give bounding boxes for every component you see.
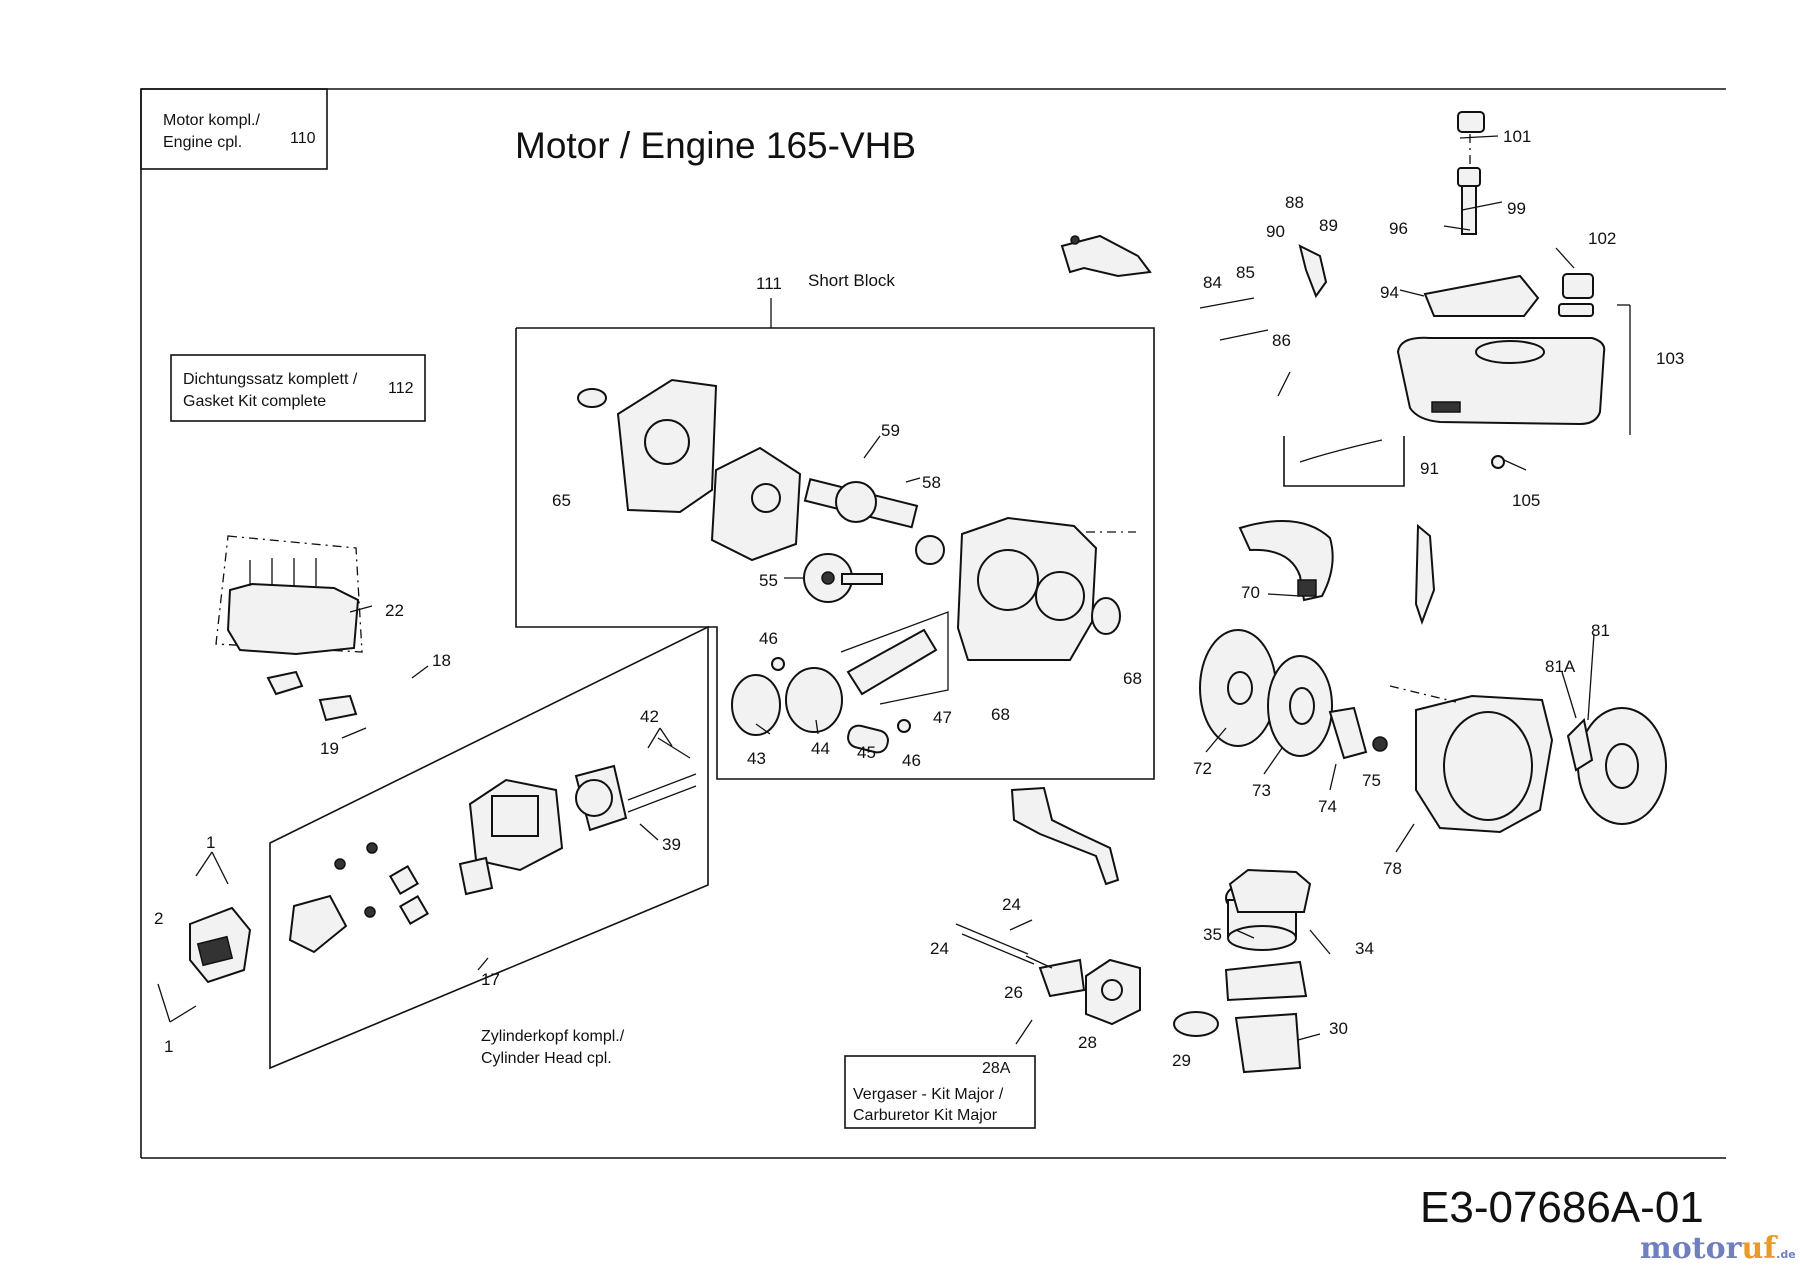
callout-42[interactable]: 42 <box>640 707 659 726</box>
callout-88[interactable]: 88 <box>1285 193 1304 212</box>
callout-81[interactable]: 81 <box>1591 621 1610 640</box>
callout-78[interactable]: 78 <box>1383 859 1402 878</box>
callout-89[interactable]: 89 <box>1319 216 1338 235</box>
callout-46-lower[interactable]: 46 <box>902 751 921 770</box>
carburetor-part[interactable] <box>955 923 1219 1037</box>
valve-cover-part[interactable] <box>189 906 252 984</box>
callout-105[interactable]: 105 <box>1512 491 1540 510</box>
callout-74[interactable]: 74 <box>1318 797 1337 816</box>
fuel-tank-part[interactable] <box>1396 111 1631 435</box>
gasket-kit-number: 112 <box>388 380 414 397</box>
throttle-bracket-part[interactable] <box>1060 234 1328 341</box>
cylinder-head-part[interactable] <box>288 737 697 954</box>
callout-90[interactable]: 90 <box>1266 222 1285 241</box>
engine-complete-box[interactable]: Motor kompl./ Engine cpl. 110 <box>140 88 328 170</box>
gasket-kit-line2: Gasket Kit complete <box>183 393 326 410</box>
callout-103[interactable]: 103 <box>1656 349 1684 368</box>
callout-2[interactable]: 2 <box>154 909 163 928</box>
callout-102[interactable]: 102 <box>1588 229 1616 248</box>
blower-housing-part[interactable] <box>1389 523 1667 834</box>
cylinder-head-group[interactable]: 17 Zylinderkopf kompl./ Cylinder Head cp… <box>269 625 709 1070</box>
callout-numbers: 101 99 96 102 94 103 88 89 90 84 85 86 9… <box>154 127 1684 1070</box>
short-block-number: 111 <box>756 274 782 293</box>
gasket-kit-box[interactable]: Dichtungssatz komplett / Gasket Kit comp… <box>170 354 426 422</box>
callout-24-upper[interactable]: 24 <box>1002 895 1021 914</box>
engine-complete-line2: Engine cpl. <box>163 134 242 151</box>
control-bracket-part[interactable] <box>1010 786 1120 886</box>
callout-19[interactable]: 19 <box>320 739 339 758</box>
callout-34[interactable]: 34 <box>1355 939 1374 958</box>
callout-22[interactable]: 22 <box>385 601 404 620</box>
fuel-line-part[interactable] <box>1283 436 1505 487</box>
carburetor-kit-line1: Vergaser - Kit Major / <box>853 1086 1004 1103</box>
engine-complete-number: 110 <box>290 130 316 147</box>
callout-73[interactable]: 73 <box>1252 781 1271 800</box>
carburetor-kit-line2: Carburetor Kit Major <box>853 1107 998 1124</box>
cylinder-head-line1: Zylinderkopf kompl./ <box>481 1028 625 1045</box>
callout-99[interactable]: 99 <box>1507 199 1526 218</box>
callout-84[interactable]: 84 <box>1203 273 1222 292</box>
callout-91[interactable]: 91 <box>1420 459 1439 478</box>
piston-rod-part[interactable] <box>731 611 949 755</box>
callout-68-right[interactable]: 68 <box>1123 669 1142 688</box>
callout-45[interactable]: 45 <box>857 743 876 762</box>
callout-72[interactable]: 72 <box>1193 759 1212 778</box>
callout-96[interactable]: 96 <box>1389 219 1408 238</box>
carburetor-kit-number: 28A <box>982 1060 1011 1077</box>
callout-30[interactable]: 30 <box>1329 1019 1348 1038</box>
diagram-title: Motor / Engine 165-VHB <box>515 125 916 166</box>
engine-block-part[interactable] <box>956 516 1136 661</box>
crankshaft-part[interactable] <box>803 478 945 565</box>
carburetor-kit-box[interactable]: 28A Vergaser - Kit Major / Carburetor Ki… <box>844 1055 1036 1129</box>
callout-28[interactable]: 28 <box>1078 1033 1097 1052</box>
flywheel-part[interactable] <box>1199 629 1388 760</box>
callout-29[interactable]: 29 <box>1172 1051 1191 1070</box>
callout-59[interactable]: 59 <box>881 421 900 440</box>
drawing-frame <box>140 88 1726 1159</box>
callout-43[interactable]: 43 <box>747 749 766 768</box>
callout-55[interactable]: 55 <box>759 571 778 590</box>
gasket-kit-line1: Dichtungssatz komplett / <box>183 371 358 388</box>
callout-39[interactable]: 39 <box>662 835 681 854</box>
callout-75[interactable]: 75 <box>1362 771 1381 790</box>
callout-70[interactable]: 70 <box>1241 583 1260 602</box>
callout-26[interactable]: 26 <box>1004 983 1023 1002</box>
camshaft-part[interactable] <box>803 553 883 603</box>
cylinder-head-line2: Cylinder Head cpl. <box>481 1050 612 1067</box>
callout-47[interactable]: 47 <box>933 708 952 727</box>
callout-65[interactable]: 65 <box>552 491 571 510</box>
callout-35[interactable]: 35 <box>1203 925 1222 944</box>
callout-85[interactable]: 85 <box>1236 263 1255 282</box>
ignition-coil-part[interactable] <box>1238 519 1334 602</box>
drawing-code: E3-07686A-01 <box>1420 1183 1704 1232</box>
short-block-label: Short Block <box>808 271 895 290</box>
callout-1-upper[interactable]: 1 <box>206 833 215 852</box>
muffler-part[interactable] <box>215 535 363 722</box>
watermark-text: motoruf.de <box>1640 1231 1796 1266</box>
callout-68-lower[interactable]: 68 <box>991 705 1010 724</box>
leader-lines <box>157 135 1595 1045</box>
cylinder-head-number: 17 <box>481 970 500 989</box>
watermark-logo: motoruf.de <box>1640 1231 1796 1266</box>
callout-44[interactable]: 44 <box>811 739 830 758</box>
callout-24-lower[interactable]: 24 <box>930 939 949 958</box>
crankcase-cover-part[interactable] <box>577 378 802 562</box>
callout-46-upper[interactable]: 46 <box>759 629 778 648</box>
callout-86[interactable]: 86 <box>1272 331 1291 350</box>
callout-58[interactable]: 58 <box>922 473 941 492</box>
engine-complete-line1: Motor kompl./ <box>163 112 260 129</box>
callout-1-lower[interactable]: 1 <box>164 1037 173 1056</box>
callout-101[interactable]: 101 <box>1503 127 1531 146</box>
callout-81a[interactable]: 81A <box>1545 657 1576 676</box>
callout-18[interactable]: 18 <box>432 651 451 670</box>
short-block-group[interactable]: 111 Short Block <box>515 271 1155 780</box>
air-filter-part[interactable] <box>1224 868 1312 1074</box>
callout-94[interactable]: 94 <box>1380 283 1399 302</box>
